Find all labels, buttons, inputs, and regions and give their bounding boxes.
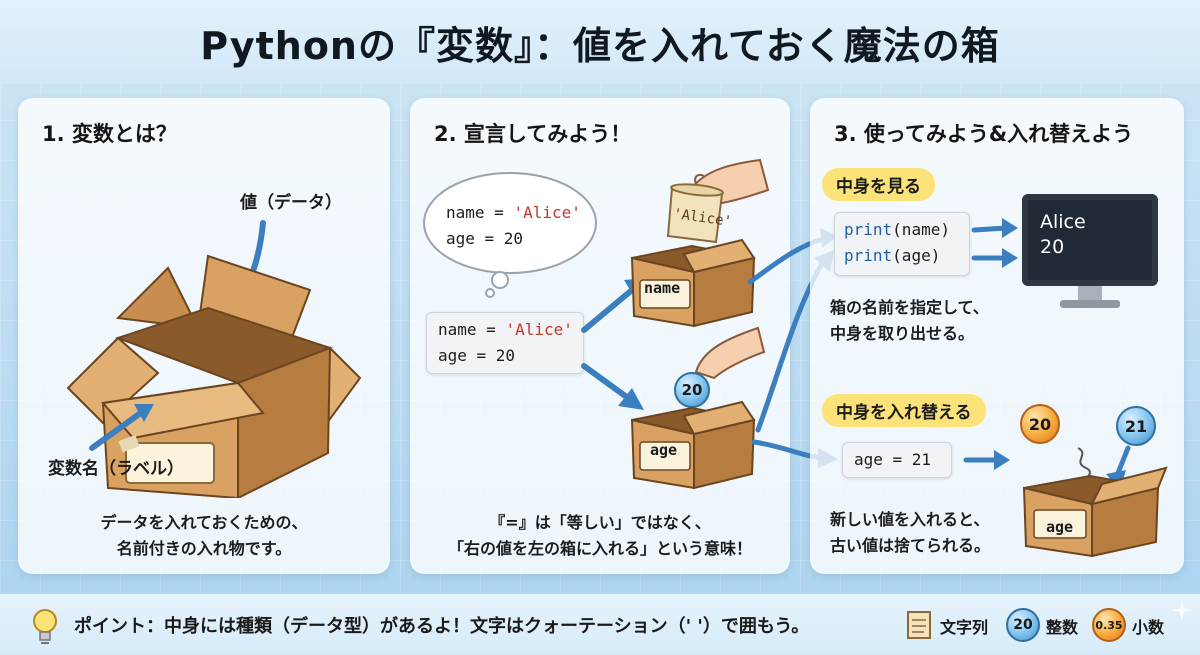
legend-string: 文字列	[940, 618, 989, 637]
panel-use-and-replace: 3. 使ってみよう&入れ替えよう 中身を見る print(name) print…	[810, 98, 1184, 574]
panel1-heading: 1. 変数とは？	[42, 122, 177, 146]
view-desc-line1: 箱の名前を指定して、	[830, 298, 989, 317]
view-contents-pill: 中身を見る	[822, 168, 935, 201]
name-box	[630, 238, 756, 328]
panel1-desc-line2: 名前付きの入れ物です。	[116, 539, 292, 558]
panel2-desc-line2: 「右の値を左の箱に入れる」という意味！	[447, 539, 752, 558]
bubble-code-line1: name = 'Alice'	[446, 203, 581, 222]
panel-declare: 2. 宣言してみよう！ name = 'Alice' age = 20 name…	[410, 98, 790, 574]
monitor-output-line2: 20	[1040, 236, 1065, 258]
box-label-tag	[125, 442, 215, 484]
open-box-illustration	[66, 220, 362, 498]
box-name-label: name	[644, 279, 681, 297]
monitor-stand	[1078, 286, 1102, 302]
legend-float-coin: 0.35	[1092, 608, 1126, 642]
code-box	[426, 312, 584, 374]
print-line1: print(name)	[844, 220, 950, 239]
legend-float: 小数	[1132, 618, 1165, 637]
age-box	[630, 400, 756, 490]
point-text: ポイント：中身には種類（データ型）があるよ！文字はクォーテーション（' '）で囲…	[74, 616, 810, 637]
monitor-base	[1060, 300, 1120, 308]
legend-int-coin: 20	[1006, 608, 1040, 642]
code-line1: name = 'Alice'	[438, 320, 573, 339]
monitor-icon: Alice 20	[1022, 194, 1158, 286]
panel2-heading: 2. 宣言してみよう！	[434, 122, 632, 146]
replace-contents-pill: 中身を入れ替える	[822, 394, 986, 427]
replace-desc-line2: 古い値は捨てられる。	[830, 536, 991, 555]
monitor-output-line1: Alice	[1040, 211, 1086, 233]
hand-coin-icon	[694, 326, 766, 380]
title-bar: Pythonの『変数』：値を入れておく魔法の箱	[0, 0, 1200, 84]
replace-code-box	[842, 442, 952, 478]
legend-int: 整数	[1046, 618, 1079, 637]
panel-what-is-variable: 1. 変数とは？ 値（データ） 変数名（ラベル） データを入れておくための、 名…	[18, 98, 390, 574]
code-line2: age = 20	[438, 346, 516, 365]
view-desc-line2: 中身を取り出せる。	[830, 324, 975, 343]
panel2-desc-line1: 『=』は「等しい」ではなく、	[489, 513, 711, 532]
print-code-box	[834, 212, 970, 276]
panel3-heading: 3. 使ってみよう&入れ替えよう	[834, 122, 1134, 146]
replace-box	[1022, 445, 1168, 558]
bottom-point-bar: ポイント：中身には種類（データ型）があるよ！文字はクォーテーション（' '）で囲…	[0, 593, 1200, 655]
replace-desc-line1: 新しい値を入れると、	[830, 510, 990, 529]
value-label: 値（データ）	[240, 193, 342, 213]
name-arrow	[89, 404, 154, 451]
print-line2: print(age)	[844, 246, 941, 265]
page-title: Pythonの『変数』：値を入れておく魔法の箱	[200, 23, 1000, 68]
bubble-code-line2: age = 20	[446, 229, 524, 248]
replace-code-arrow	[963, 450, 1010, 470]
old-coin-20: 20	[1020, 404, 1060, 444]
scroll-legend-icon	[907, 611, 931, 639]
replace-box-label: age	[1046, 518, 1074, 536]
thought-bubble	[423, 172, 597, 298]
box-age-label: age	[650, 441, 678, 459]
sparkle-icon	[1172, 600, 1192, 620]
panel1-desc-line1: データを入れておくための、	[100, 513, 308, 532]
new-coin-21: 21	[1116, 406, 1156, 446]
replace-code: age = 21	[854, 450, 932, 469]
variable-name-label: 変数名（ラベル）	[48, 459, 184, 479]
lightbulb-icon	[33, 609, 57, 644]
scroll-icon	[666, 183, 724, 244]
print-arrows	[971, 218, 1018, 268]
